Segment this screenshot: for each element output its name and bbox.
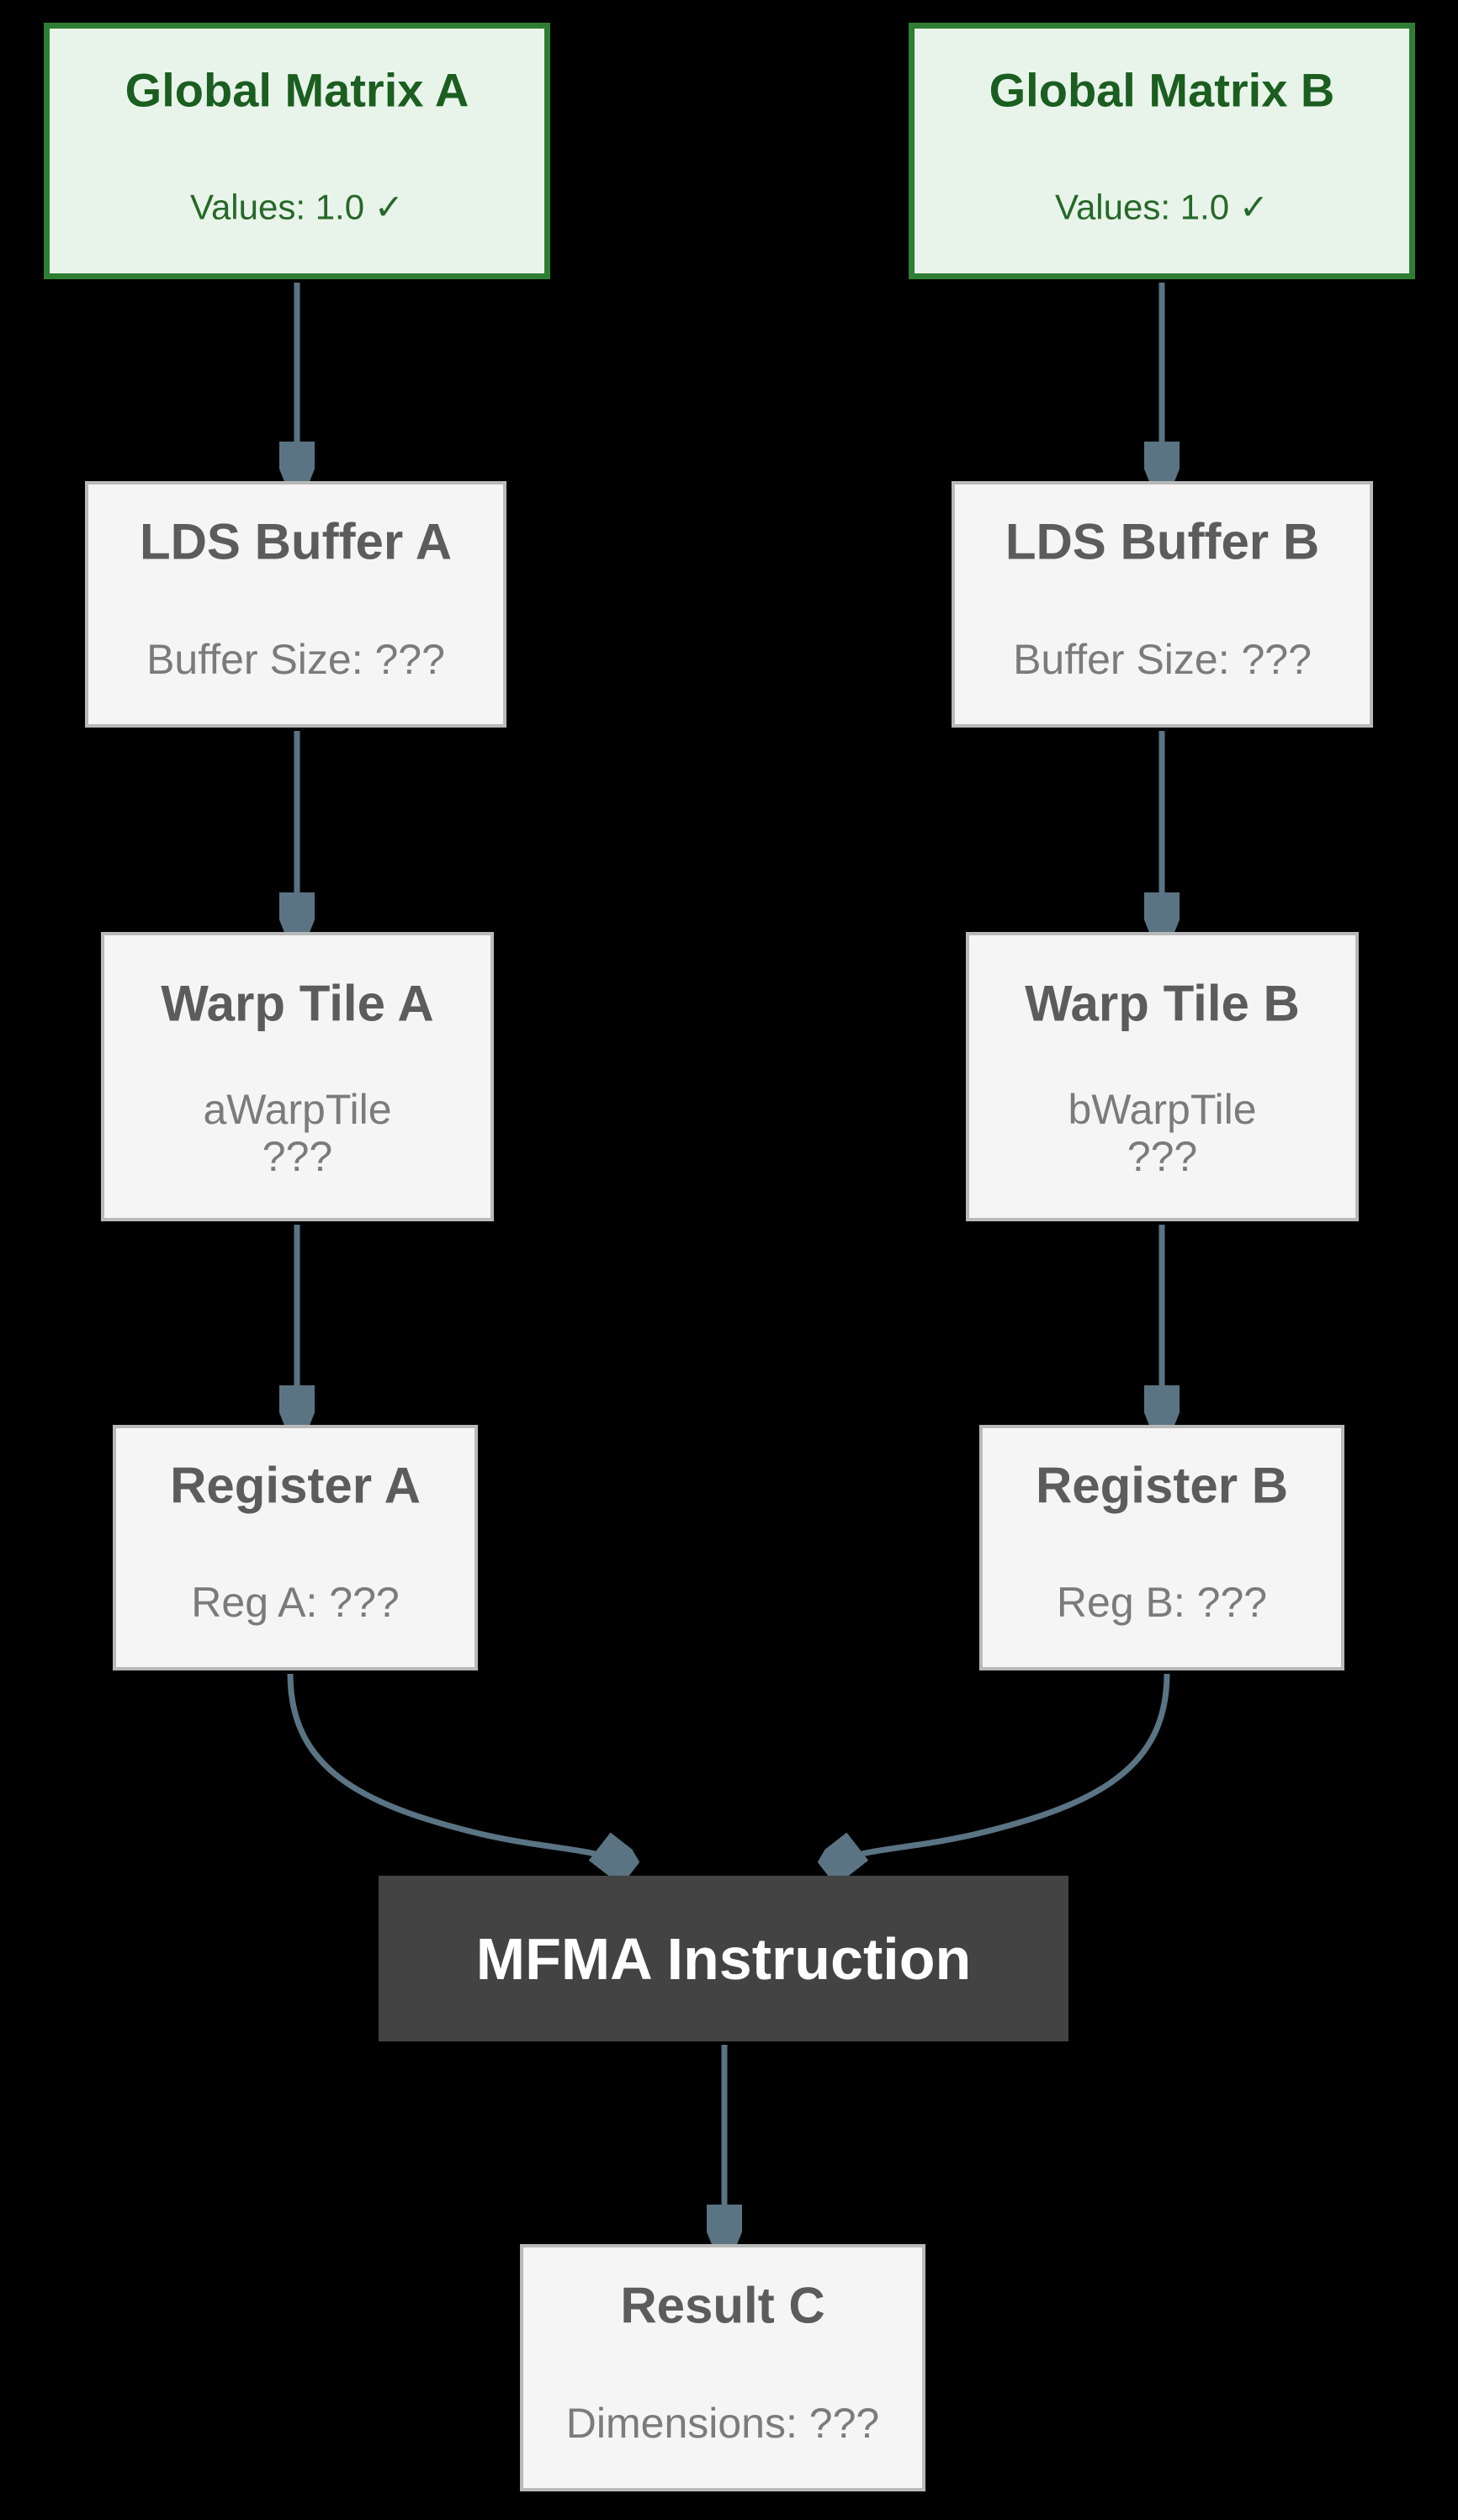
node-body: aWarpTile ??? xyxy=(104,1086,490,1180)
node-title: Register B xyxy=(1035,1457,1289,1514)
node-title: Result C xyxy=(620,2277,825,2334)
node-body: Reg A: ??? xyxy=(191,1579,400,1627)
node-title: Warp Tile B xyxy=(1025,975,1300,1032)
node-body: Dimensions: ??? xyxy=(565,2399,880,2447)
node-body-line: ??? xyxy=(262,1133,333,1181)
node-title: Register A xyxy=(170,1457,421,1514)
node-register-a: Register A Reg A: ??? xyxy=(113,1425,478,1670)
node-global-matrix-b: Global Matrix B Values: 1.0 ✓ xyxy=(909,23,1415,279)
node-result-c: Result C Dimensions: ??? xyxy=(520,2244,925,2491)
node-warp-tile-a: Warp Tile A aWarpTile ??? xyxy=(101,932,494,1221)
node-title: LDS Buffer A xyxy=(139,513,453,570)
node-body-line: aWarpTile xyxy=(203,1086,392,1134)
node-warp-tile-b: Warp Tile B bWarpTile ??? xyxy=(966,932,1359,1221)
node-title: LDS Buffer B xyxy=(1005,513,1320,570)
node-body: Values: 1.0 ✓ xyxy=(190,187,404,227)
node-body-line: ??? xyxy=(1127,1133,1198,1181)
node-title: Warp Tile A xyxy=(161,975,434,1032)
node-lds-buffer-a: LDS Buffer A Buffer Size: ??? xyxy=(85,481,506,728)
node-body: bWarpTile ??? xyxy=(969,1086,1355,1180)
node-title: MFMA Instruction xyxy=(475,1925,972,1992)
node-register-b: Register B Reg B: ??? xyxy=(979,1425,1344,1670)
arrow-reg-b-to-mfma xyxy=(833,1673,1170,1866)
node-mfma-instruction: MFMA Instruction xyxy=(379,1876,1068,2041)
node-body: Buffer Size: ??? xyxy=(1013,636,1312,684)
node-title: Global Matrix A xyxy=(125,63,469,117)
arrow-reg-a-to-mfma xyxy=(287,1673,624,1866)
node-global-matrix-a: Global Matrix A Values: 1.0 ✓ xyxy=(44,23,550,279)
node-body: Buffer Size: ??? xyxy=(146,636,445,684)
node-lds-buffer-b: LDS Buffer B Buffer Size: ??? xyxy=(952,481,1373,728)
node-title: Global Matrix B xyxy=(989,63,1335,117)
node-body: Reg B: ??? xyxy=(1056,1579,1268,1627)
node-body: Values: 1.0 ✓ xyxy=(1055,187,1269,227)
node-body-line: bWarpTile xyxy=(1068,1086,1257,1134)
